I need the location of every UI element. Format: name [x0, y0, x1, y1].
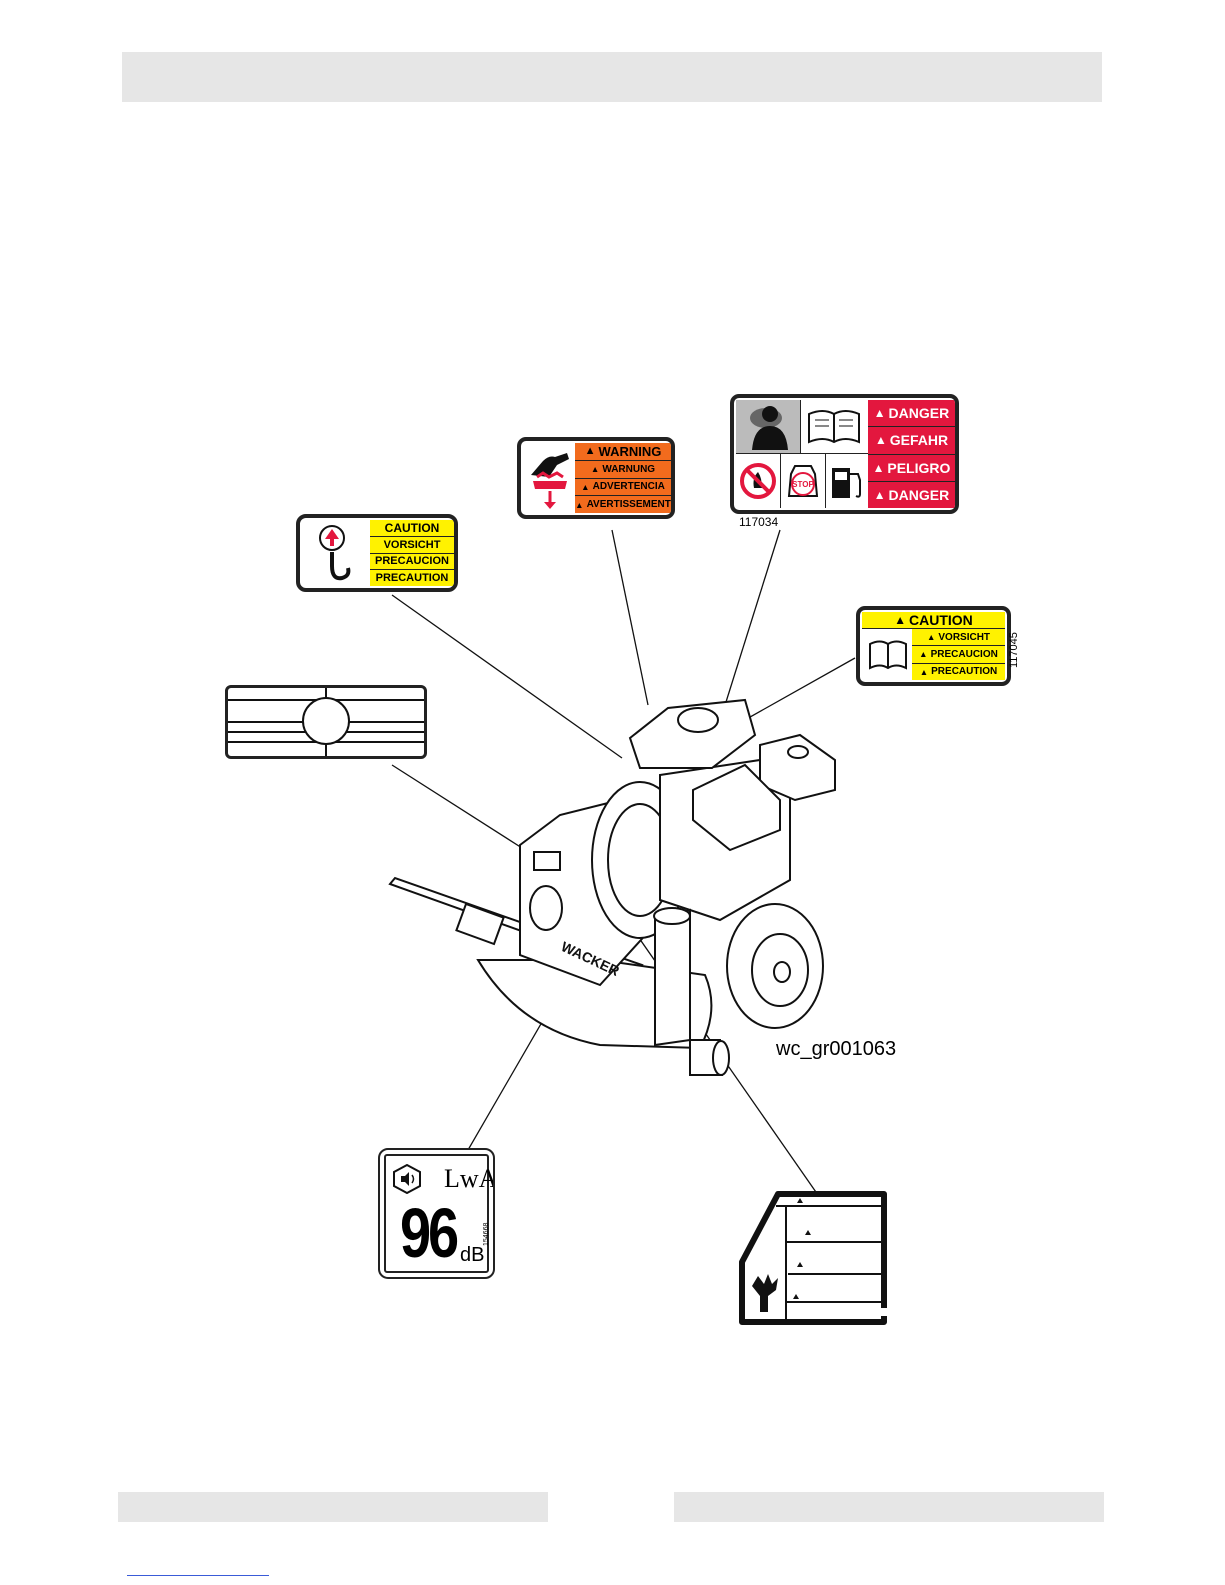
danger-part-number: 117034 — [739, 515, 778, 529]
noise-part-number: 154668 — [483, 1223, 490, 1246]
warning-row-3: ▲ADVERTENCIA — [575, 479, 671, 497]
sound-power-label: LwA — [444, 1164, 495, 1194]
noise-level-decal: LwA 96 dB 154668 — [378, 1148, 495, 1279]
caution-lift-row-2: VORSICHT — [370, 537, 454, 554]
caution-lift-row-4: PRECAUTION — [370, 570, 454, 586]
hand-caution-decal — [738, 1190, 894, 1328]
danger-row-3: ▲PELIGRO — [868, 455, 955, 482]
fuel-pump-icon — [826, 454, 868, 508]
noise-value: 96 — [400, 1198, 456, 1268]
caution-lift-decal: CAUTION VORSICHT PRECAUCION PRECAUTION — [296, 514, 458, 592]
warning-row-4: ▲AVERTISSEMENT — [575, 496, 671, 513]
caution-manual-header: ▲CAUTION — [862, 612, 1005, 629]
leader-line-nameplate — [392, 765, 522, 848]
leader-line-danger — [726, 530, 780, 702]
danger-row-1: ▲DANGER — [868, 400, 955, 427]
caution-manual-row-3: ▲PRECAUCION — [912, 646, 1005, 663]
caution-manual-part-number: 117045 — [1008, 632, 1020, 668]
hand-crush-icon — [527, 447, 573, 511]
sound-power-icon — [392, 1164, 422, 1194]
warning-row-1: ▲WARNING — [575, 443, 671, 461]
manual-icon — [801, 400, 868, 454]
svg-text:STOP: STOP — [792, 480, 814, 489]
leader-line-warning — [612, 530, 648, 705]
caution-manual-row-4: ▲PRECAUTION — [912, 664, 1005, 680]
danger-row-4: ▲DANGER — [868, 482, 955, 508]
noise-unit: dB — [460, 1244, 484, 1267]
danger-decal: STOP ▲DANGER ▲GEFAHR ▲PELIGRO ▲DANGER — [730, 394, 959, 514]
warning-row-2: ▲WARNUNG — [575, 461, 671, 479]
danger-row-2: ▲GEFAHR — [868, 427, 955, 454]
caution-lift-row-3: PRECAUCION — [370, 554, 454, 571]
pump-body: WACKER — [390, 700, 835, 1075]
caution-manual-row-2: ▲VORSICHT — [912, 629, 1005, 646]
warning-decal: ▲WARNING ▲WARNUNG ▲ADVERTENCIA ▲AVERTISS… — [517, 437, 675, 519]
caution-lift-row-1: CAUTION — [370, 520, 454, 537]
caution-manual-decal: ▲CAUTION ▲VORSICHT ▲PRECAUCION ▲PRECAUTI… — [856, 606, 1011, 686]
fumes-icon — [736, 400, 801, 454]
nameplate-decal — [225, 685, 427, 759]
lift-hook-icon — [314, 524, 364, 586]
manual-icon — [866, 636, 910, 676]
stop-engine-icon: STOP — [781, 454, 826, 508]
no-flame-icon — [736, 454, 781, 508]
figure-code: wc_gr001063 — [776, 1038, 896, 1061]
